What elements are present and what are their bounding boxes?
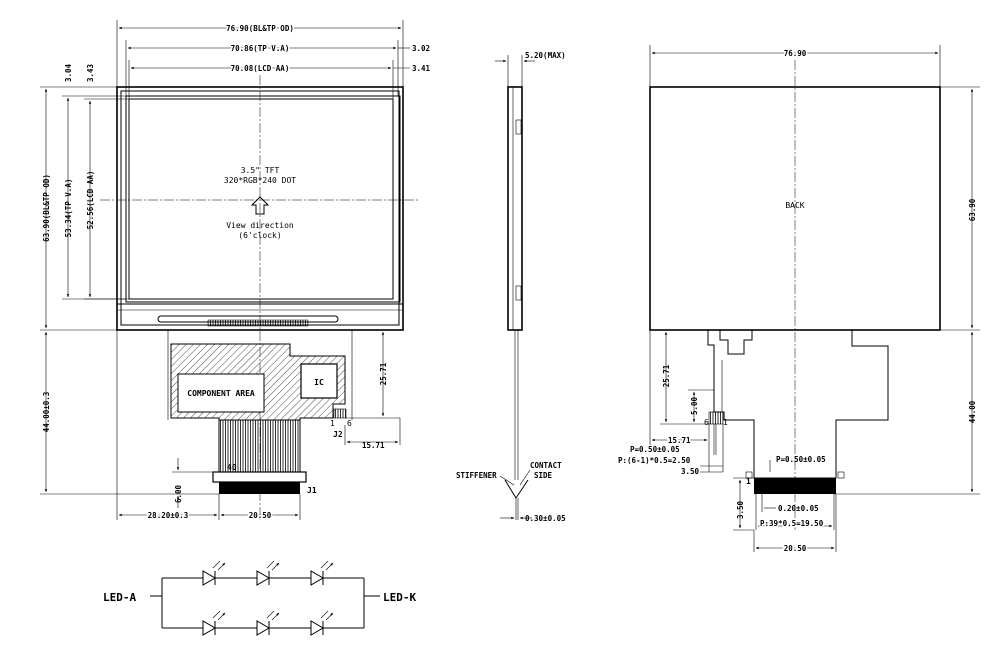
dim-fpc-25: 25.71	[379, 362, 388, 385]
side-clip-bottom	[515, 285, 522, 301]
led-diode-5	[256, 611, 279, 636]
side-profile	[507, 86, 523, 331]
view-direction-clock: (6'clock)	[238, 231, 281, 240]
j1-label: J1	[307, 486, 317, 495]
dim-bottom-left: 28.20±0.3	[148, 511, 189, 520]
fpc-tail	[218, 419, 301, 473]
dim-fpc-length: 44.00±0.3	[42, 391, 51, 432]
ic-label: IC	[314, 378, 324, 387]
dim-right-tp: 3.02	[412, 44, 430, 53]
dim-tp-va-width: 70.86(TP V.A)	[231, 44, 290, 53]
ic-chip	[300, 363, 338, 399]
led-diode-2	[256, 561, 279, 586]
back-fpc-width: 20.50	[784, 544, 807, 553]
back-view: BACK 76.90 63.90 44.00 6 1 25.71 5.00 15…	[618, 45, 980, 555]
j1-pin40: 40	[227, 463, 237, 472]
dim-right-lcd: 3.41	[412, 64, 431, 73]
side-max-thickness: 5.20(MAX)	[525, 51, 566, 60]
j2-connector	[333, 408, 347, 419]
back-j2-pin1: 1	[723, 418, 728, 427]
back-j1-connector	[754, 478, 836, 494]
back-p-small: P=0.50±0.05	[630, 445, 680, 454]
stiffener-j1	[212, 471, 307, 483]
dim-bottom-width: 20.50	[249, 511, 272, 520]
back-width: 76.90	[784, 49, 807, 58]
led-cathode-label: LED-K	[383, 591, 416, 604]
back-height: 63.90	[968, 198, 977, 221]
dim-lcd-aa-height: 52.56(LCD AA)	[86, 171, 95, 230]
j2-label: J2	[333, 430, 343, 439]
back-dim-350a: 3.50	[681, 467, 700, 476]
j2-pin1: 1	[330, 419, 335, 428]
dim-bl-tp-od-height: 63.90(BL&TP OD)	[42, 174, 51, 242]
dim-top-offset-1: 3.04	[64, 63, 73, 82]
dim-bl-tp-od-width: 76.90(BL&TP OD)	[226, 24, 294, 33]
component-area-label: COMPONENT AREA	[187, 389, 255, 398]
back-dim-350b: 3.50	[736, 500, 745, 519]
j1-connector	[219, 482, 300, 494]
j2-pin6: 6	[347, 419, 352, 428]
led-anode-label: LED-A	[103, 591, 136, 604]
view-direction-arrow-icon	[250, 196, 270, 215]
back-label: BACK	[785, 201, 804, 210]
view-direction-label: View direction	[226, 221, 294, 230]
resolution-label: 320*RGB*240 DOT	[224, 176, 296, 185]
back-j2-pin6: 6	[704, 418, 709, 427]
led-diode-4	[202, 611, 225, 636]
back-fpc-height: 44.00	[968, 400, 977, 423]
dim-tp-va-height: 53.34(TP V.A)	[64, 179, 73, 238]
side-bottom-thickness: 0.30±0.05	[525, 514, 566, 523]
led-diode-6	[310, 611, 333, 636]
back-dim-25: 25.71	[662, 364, 671, 387]
led-circuit: LED-A LED-K	[103, 561, 416, 636]
dim-lcd-aa-width: 70.08(LCD AA)	[231, 64, 290, 73]
back-dim-5: 5.00	[690, 396, 699, 415]
side-label: SIDE	[534, 471, 553, 480]
back-j1-pin40: 40	[823, 477, 833, 486]
back-pin-width: 0.20±0.05	[778, 504, 819, 513]
tp-active-area	[125, 95, 401, 303]
back-fpc-outline	[707, 330, 889, 479]
screen-size-label: 3.5" TFT	[241, 166, 280, 175]
side-view: 5.20(MAX) STIFFENER CONTACT SIDE 0.30±0.…	[456, 51, 566, 523]
side-clip-top	[515, 119, 522, 135]
dim-fpc-6: 6.00	[174, 484, 183, 503]
back-panel	[649, 86, 941, 331]
dim-fpc-15: 15.71	[362, 441, 385, 450]
contact-label: CONTACT	[530, 461, 562, 470]
back-j1-pin1: 1	[746, 477, 751, 486]
back-pitch-total: P:39*0.5=19.50	[760, 519, 824, 528]
back-dim-15: 15.71	[668, 436, 691, 445]
component-area-box	[177, 373, 265, 413]
dim-top-offset-2: 3.43	[86, 63, 95, 82]
bond-area	[207, 319, 309, 327]
front-view: 3.5" TFT 320*RGB*240 DOT View direction …	[40, 20, 431, 522]
back-p-j1: P=0.50±0.05	[776, 455, 826, 464]
led-diode-1	[202, 561, 225, 586]
lcd-active-area	[128, 98, 394, 300]
led-diode-3	[310, 561, 333, 586]
back-j2-connector	[708, 411, 724, 425]
back-p-small-total: P:(6-1)*0.5=2.50	[618, 456, 691, 465]
stiffener-label: STIFFENER	[456, 471, 497, 480]
